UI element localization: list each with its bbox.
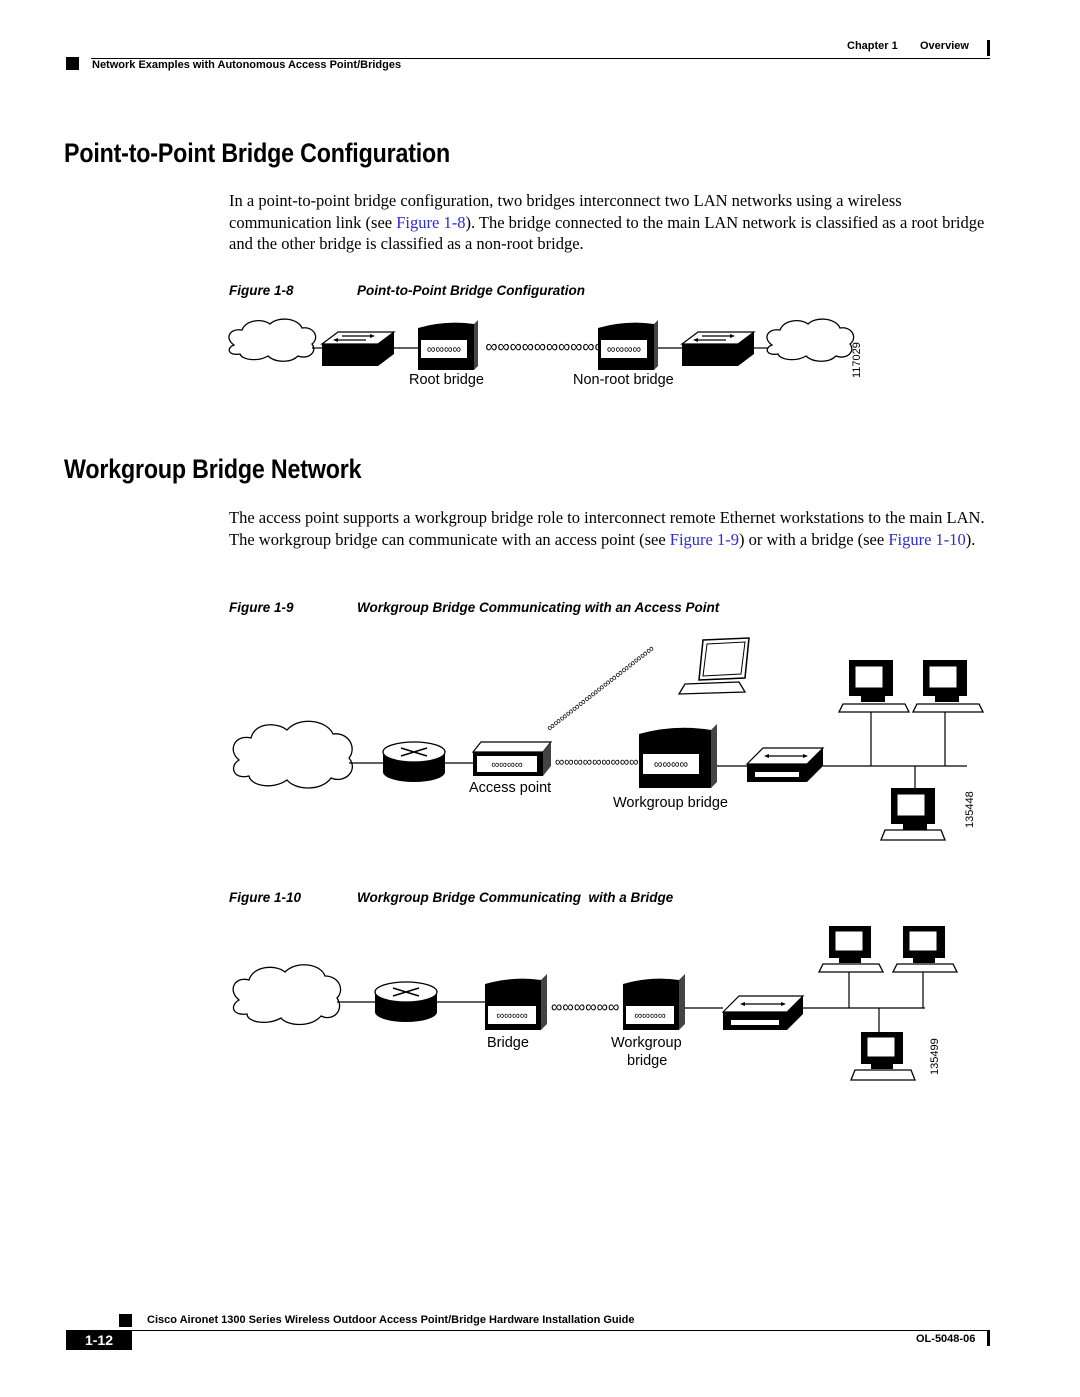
section-title-p2p: Point-to-Point Bridge Configuration: [64, 138, 451, 168]
figure-1-10-diagram: ∞∞∞∞ ∞∞∞∞∞∞ ∞∞∞∞: [232, 926, 959, 1081]
hub-switch-icon: [680, 331, 756, 366]
lan-cloud-icon: [228, 318, 317, 362]
figure-link-1-8[interactable]: Figure 1-8: [396, 212, 466, 232]
footer-bar-right: [987, 1330, 990, 1346]
workstation-icon: [891, 926, 959, 973]
figure-number: Figure 1-9: [229, 600, 294, 615]
footer-doc-number: OL-5048-06: [916, 1333, 976, 1345]
figure-number: Figure 1-8: [229, 283, 294, 298]
lan-cloud-icon: [232, 720, 354, 789]
label-nonroot-bridge: Non-root bridge: [573, 372, 674, 388]
access-point-icon: ∞∞∞∞: [471, 741, 553, 776]
label-root-bridge: Root bridge: [409, 372, 484, 388]
art-id: 135499: [929, 1038, 941, 1075]
paragraph-text: ). The bridge connected to the main LAN …: [229, 212, 985, 254]
art-id: 135448: [964, 791, 976, 828]
header-section: Overview: [920, 40, 969, 52]
footer-rule: [66, 1330, 990, 1331]
svg-text:∞∞∞∞: ∞∞∞∞: [491, 759, 522, 771]
laptop-icon: [677, 637, 750, 695]
paragraph-text: The access point supports a workgroup br…: [229, 508, 985, 549]
figure-link-1-9[interactable]: Figure 1-9: [669, 529, 739, 549]
footer-square-marker: [119, 1314, 132, 1327]
figure-title: Point-to-Point Bridge Configuration: [357, 283, 585, 298]
workstation-icon: [837, 660, 911, 713]
router-icon: [382, 741, 446, 782]
section-paragraph-p2p: In a point-to-point bridge configuration…: [229, 190, 991, 255]
page-number-badge: 1-12: [66, 1330, 132, 1350]
figure-title: Workgroup Bridge Communicating with an A…: [357, 600, 720, 615]
section-paragraph-workgroup: The access point supports a workgroup br…: [229, 507, 991, 550]
svg-text:∞∞∞∞: ∞∞∞∞: [634, 1010, 665, 1022]
wireless-link-icon: ∞∞∞∞∞∞: [551, 999, 619, 1016]
label-workgroup: Workgroup: [611, 1035, 682, 1051]
svg-text:∞∞∞∞: ∞∞∞∞: [654, 757, 688, 771]
footer-guide-title: Cisco Aironet 1300 Series Wireless Outdo…: [147, 1314, 635, 1326]
workgroup-bridge-icon: ∞∞∞∞: [623, 974, 685, 1030]
header-subtitle: Network Examples with Autonomous Access …: [92, 59, 402, 71]
header-bar-right: [987, 40, 990, 56]
figure-title: Workgroup Bridge Communicating with a Br…: [357, 890, 674, 905]
paragraph-text: ) or with a bridge (see: [738, 529, 889, 549]
svg-text:∞∞∞∞: ∞∞∞∞: [496, 1010, 527, 1022]
svg-text:∞∞∞∞: ∞∞∞∞: [427, 342, 461, 356]
lan-cloud-icon: [232, 964, 342, 1026]
paragraph-text: In a point-to-point bridge configuration…: [229, 191, 902, 232]
workstation-icon: [817, 926, 885, 973]
nonroot-bridge-icon: ∞∞∞∞: [598, 320, 658, 370]
label-bridge: Bridge: [487, 1035, 529, 1051]
label-workgroup-bridge: Workgroup bridge: [613, 795, 728, 811]
header-rule: [91, 58, 990, 59]
art-id: 117029: [851, 342, 863, 378]
svg-text:∞∞∞∞: ∞∞∞∞: [607, 342, 641, 356]
workstation-icon: [850, 1032, 916, 1081]
router-icon: [374, 981, 438, 1022]
figure-1-8-diagram: ∞∞∞∞ ∞∞∞∞∞∞∞∞∞∞ ∞∞∞∞: [228, 318, 855, 370]
hub-switch-icon: [721, 995, 805, 1030]
workstation-icon: [880, 788, 946, 841]
paragraph-text: ).: [965, 529, 976, 549]
label-bridge-2: bridge: [627, 1053, 668, 1069]
hub-switch-icon: [745, 747, 825, 782]
wireless-link-icon: ∞∞∞∞∞∞∞∞∞: [555, 754, 638, 769]
label-access-point: Access point: [469, 780, 552, 796]
wireless-link-icon: ∞∞∞∞∞∞∞∞∞∞∞∞∞∞∞∞∞: [544, 643, 656, 735]
workgroup-bridge-icon: ∞∞∞∞: [639, 724, 717, 788]
wireless-link-icon: ∞∞∞∞∞∞∞∞∞∞: [485, 337, 606, 356]
figure-number: Figure 1-10: [229, 890, 302, 905]
bridge-icon: ∞∞∞∞: [485, 974, 547, 1030]
workstation-icon: [911, 660, 985, 713]
section-title-workgroup: Workgroup Bridge Network: [64, 454, 362, 484]
header-chapter: Chapter 1: [847, 40, 898, 52]
header-square-marker: [66, 57, 79, 70]
figure-link-1-10[interactable]: Figure 1-10: [888, 529, 966, 549]
figure-1-9-diagram: ∞∞∞∞ ∞∞∞∞∞∞∞∞∞∞∞∞∞∞∞∞∞ ∞∞∞∞∞∞∞∞∞ ∞∞∞∞: [232, 637, 985, 841]
lan-cloud-icon: [766, 318, 855, 362]
root-bridge-icon: ∞∞∞∞: [418, 320, 478, 370]
hub-switch-icon: [320, 331, 396, 366]
